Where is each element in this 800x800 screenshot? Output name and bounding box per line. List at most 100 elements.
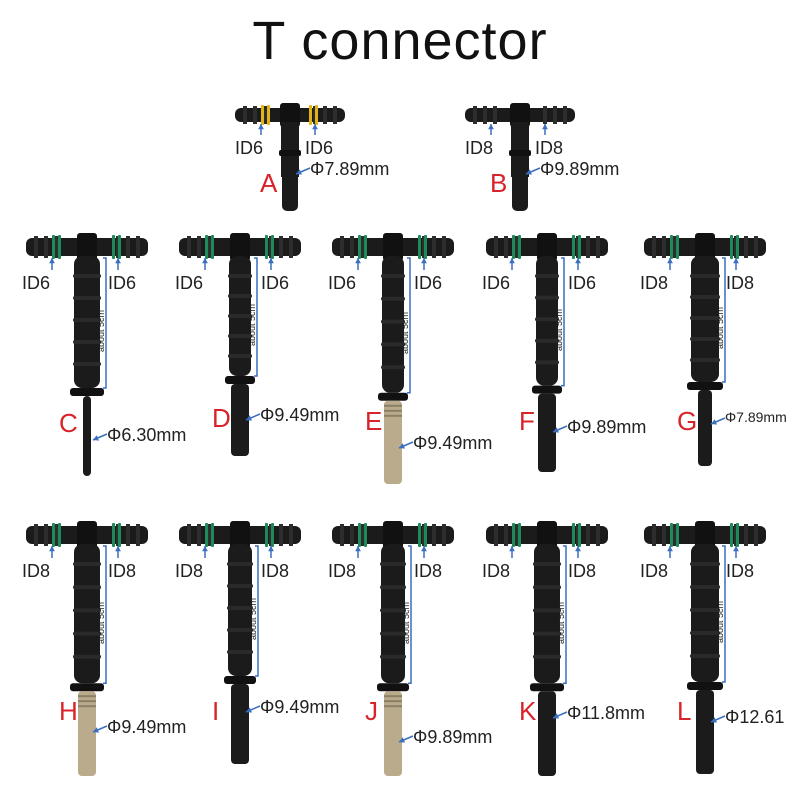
connector-letter: K [519,696,537,726]
about-label: about 5cm [247,303,257,346]
stem-body [691,544,719,682]
left-inner-diameter: ID6 [235,138,264,158]
connector-j [332,521,454,776]
page-title: T connector [252,11,548,71]
o-ring [52,523,55,547]
connector-letter: F [519,406,535,436]
right-inner-diameter: ID6 [305,138,334,158]
connector-letter: J [365,696,378,726]
connector-letter: C [59,408,78,438]
right-inner-diameter: ID8 [414,561,443,581]
stem-tip [538,691,556,776]
left-inner-diameter: ID8 [482,561,511,581]
outer-diameter: Φ12.61 [725,707,785,727]
left-inner-diameter: ID6 [328,273,357,293]
connector-letter: D [212,403,231,433]
o-ring [578,235,581,259]
o-ring [205,235,208,259]
length-bracket [254,257,258,377]
left-inner-diameter: ID6 [22,273,51,293]
connector-f [486,233,608,472]
right-inner-diameter: ID8 [108,561,137,581]
o-ring [265,235,268,259]
connector-e [332,233,454,484]
o-ring [271,235,274,259]
o-ring [572,523,575,547]
connector-i [179,521,301,764]
right-inner-diameter: ID6 [568,273,597,293]
outer-diameter: Φ9.49mm [260,405,340,425]
o-ring [271,523,274,547]
about-label: about 5cm [554,308,564,351]
o-ring [118,523,121,547]
about-label: about 5cm [556,601,566,644]
left-inner-diameter: ID6 [482,273,511,293]
left-inner-diameter: ID8 [465,138,494,158]
o-ring [736,235,739,259]
connector-h [26,521,148,776]
outer-diameter: Φ7.89mm [725,409,787,425]
outer-diameter: Φ7.89mm [310,159,390,179]
o-ring [670,523,673,547]
outer-diameter: Φ9.49mm [260,697,340,717]
o-ring [58,523,61,547]
outer-diameter: Φ9.89mm [567,417,647,437]
length-bracket [722,545,726,683]
o-ring [572,235,575,259]
stem-tip [538,393,556,472]
right-inner-diameter: ID8 [726,561,755,581]
left-inner-diameter: ID8 [22,561,51,581]
o-ring [676,523,679,547]
o-ring [309,105,312,125]
right-inner-diameter: ID8 [535,138,564,158]
stem-body [382,256,404,393]
connector-k [486,521,608,776]
length-bracket [103,257,107,389]
o-ring [518,523,521,547]
length-bracket [255,545,259,677]
about-label: about 5cm [715,600,725,643]
connector-d [179,233,301,456]
connector-c [26,233,148,476]
connector-g [644,233,766,466]
length-bracket [561,257,565,387]
left-inner-diameter: ID8 [328,561,357,581]
about-label: about 5cm [401,601,411,644]
o-ring [518,235,521,259]
right-inner-diameter: ID6 [108,273,137,293]
connector-letter: H [59,696,78,726]
connector-a [235,103,345,211]
o-ring [418,235,421,259]
o-ring [267,105,270,125]
o-ring [512,235,515,259]
o-ring [118,235,121,259]
length-bracket [103,545,107,684]
o-ring [358,235,361,259]
stem-tip [231,384,249,456]
stem-tip [696,690,714,774]
o-ring [364,523,367,547]
o-ring [424,523,427,547]
outer-diameter: Φ6.30mm [107,425,187,445]
length-bracket [407,257,411,394]
right-inner-diameter: ID8 [568,561,597,581]
connector-b [465,103,575,211]
right-inner-diameter: ID6 [261,273,290,293]
outer-diameter: Φ11.8mm [567,703,646,723]
left-inner-diameter: ID8 [640,273,669,293]
length-bracket [722,257,726,383]
o-ring [112,523,115,547]
metal-tip [78,691,96,776]
about-label: about 5cm [248,597,258,640]
metal-tip [384,691,402,776]
stem-tip [83,396,91,476]
o-ring [730,523,733,547]
outer-diameter: Φ9.89mm [540,159,620,179]
o-ring [112,235,115,259]
o-ring [730,235,733,259]
o-ring [424,235,427,259]
connector-letter: B [490,168,508,198]
length-bracket [408,545,412,684]
